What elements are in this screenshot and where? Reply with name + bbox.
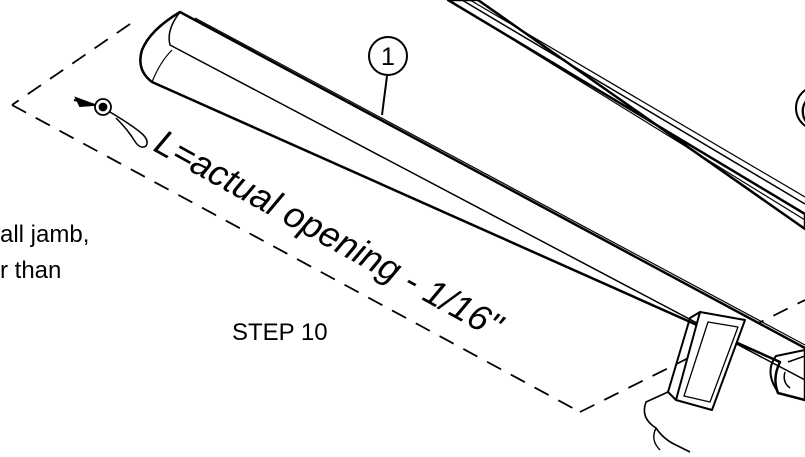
side-text-line-2: r than <box>0 257 61 284</box>
step-label: STEP 10 <box>232 319 328 346</box>
side-text-line-1: all jamb, <box>0 221 89 248</box>
callout-2-partial: ( <box>795 89 805 127</box>
callout-2-partial-text: ( <box>800 94 805 124</box>
upper-rail-part <box>446 0 805 231</box>
tape-measure-icon <box>73 96 148 148</box>
callout-1-leader <box>381 75 388 116</box>
callout-1-circle <box>368 36 408 76</box>
main-rail-extrusion <box>139 10 805 402</box>
callout-1: 1 <box>368 36 408 116</box>
callout-1-number: 1 <box>381 43 395 71</box>
end-bracket <box>643 311 746 453</box>
measurement-region-outline <box>11 23 805 413</box>
